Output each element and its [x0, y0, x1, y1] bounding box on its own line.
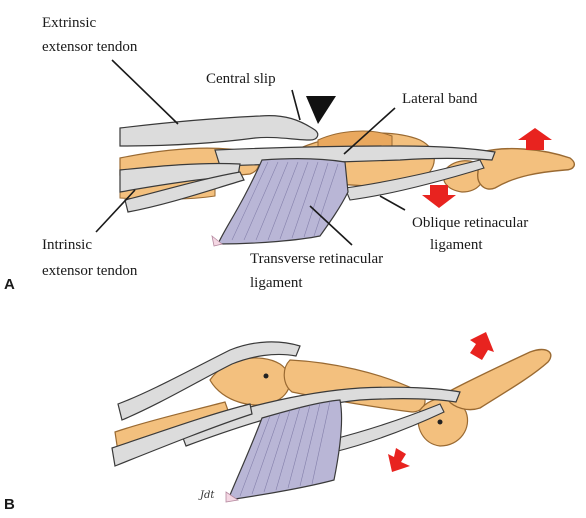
- label-extrinsic-line1: Extrinsic: [42, 14, 96, 32]
- label-oblique-line1: Oblique retinacular: [412, 214, 528, 232]
- arrow-down-b: [388, 448, 410, 472]
- label-central-slip: Central slip: [206, 70, 276, 88]
- label-transverse-line2: ligament: [250, 274, 303, 292]
- arrow-up-b: [470, 332, 494, 360]
- panel-b-drawing: [112, 332, 551, 502]
- label-intrinsic-line2: extensor tendon: [42, 262, 137, 280]
- black-arrowhead-a: [306, 96, 336, 124]
- label-oblique-line2: ligament: [430, 236, 483, 254]
- distal-phalanx-b: [448, 350, 551, 410]
- artist-signature: Jdt: [200, 490, 214, 501]
- panel-letter-b: B: [4, 496, 15, 513]
- label-transverse-line1: Transverse retinacular: [250, 250, 383, 268]
- arrow-up-a: [518, 128, 552, 150]
- extrinsic-tendon-a: [120, 116, 318, 146]
- label-extrinsic-line2: extensor tendon: [42, 38, 137, 56]
- label-intrinsic-line1: Intrinsic: [42, 236, 92, 254]
- label-lateral-band: Lateral band: [402, 90, 477, 108]
- panel-letter-a: A: [4, 276, 15, 293]
